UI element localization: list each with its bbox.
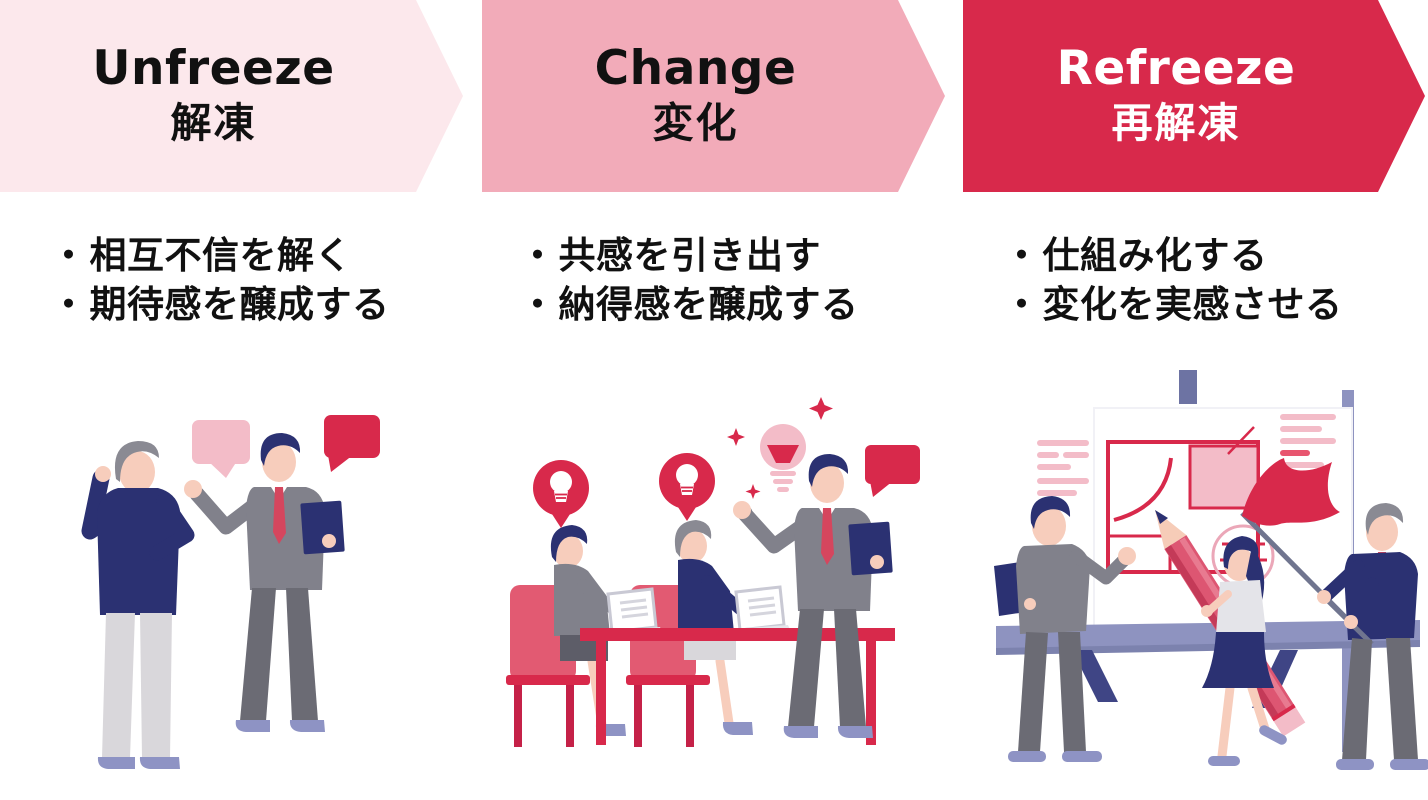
bullet-text: 仕組み化する [1042,234,1268,277]
stage-banner-change: Change 変化 [482,0,945,192]
stage-title-ja: 再解凍 [1111,99,1241,148]
person-walking-woman [1201,536,1287,766]
person-presenting-left [994,496,1136,762]
sparkle-icon [727,428,745,446]
board-pink-card [1188,444,1260,510]
bullet-marker: ・ [50,234,88,277]
bullet-text: 共感を引き出す [558,234,821,277]
bullet-item: ・共感を引き出す [519,231,859,280]
flag-icon [1242,458,1340,526]
bullet-text: 変化を実感させる [1042,283,1343,326]
person-thinking [81,441,195,769]
board-annotation-line [1227,426,1255,455]
stage-banner-refreeze: Refreeze 再解凍 [963,0,1425,192]
speech-bubble-pink-icon [192,420,250,478]
clipboard-icon [300,500,345,555]
stage-title-ja: 解凍 [170,99,257,148]
bullet-item: ・相互不信を解く [50,231,390,280]
bullet-marker: ・ [50,283,88,326]
clipboard-icon [848,521,893,576]
person-with-pointer [1317,503,1428,770]
bullet-item: ・変化を実感させる [1003,280,1343,329]
bullet-marker: ・ [519,234,557,277]
board-leg [1072,650,1118,702]
sparkle-icon [745,484,761,499]
stage-banner-unfreeze: Unfreeze 解凍 [0,0,463,192]
illustration-meeting-with-idea-bulbs [506,397,920,747]
lightbulb-bubble-icon [533,460,589,528]
stage-title-en: Unfreeze [92,40,335,96]
bullet-item: ・納得感を醸成する [519,280,859,329]
bullet-marker: ・ [1003,283,1041,326]
bullet-item: ・期待感を醸成する [50,280,390,329]
board-tray [996,620,1420,655]
bullet-text: 納得感を醸成する [558,283,859,326]
bullet-list-change: ・共感を引き出す ・納得感を醸成する [519,231,859,329]
illustration-two-men-talking [81,415,380,769]
speech-bubble-red-icon [324,415,380,472]
lightbulb-bubble-icon [659,453,715,521]
bullet-marker: ・ [1003,234,1041,277]
person-presenting [733,454,893,738]
illustration-whiteboard-planning [994,370,1428,770]
stage-title-en: Change [594,40,797,96]
bullet-marker: ・ [519,283,557,326]
sparkle-icon [809,397,833,420]
stage-title-ja: 変化 [652,99,739,148]
stage-title-en: Refreeze [1056,40,1296,96]
bullet-item: ・仕組み化する [1003,231,1343,280]
bullet-text: 期待感を醸成する [89,283,390,326]
speech-bubble-red-icon [865,445,920,497]
board-clip [1179,370,1197,404]
bullet-list-unfreeze: ・相互不信を解く ・期待感を醸成する [50,231,390,329]
bullet-text: 相互不信を解く [89,234,352,277]
wall-notes-right [1280,414,1336,479]
bullet-list-refreeze: ・仕組み化する ・変化を実感させる [1003,231,1343,329]
person-presenting [184,433,345,732]
big-lightbulb-icon [760,424,806,492]
